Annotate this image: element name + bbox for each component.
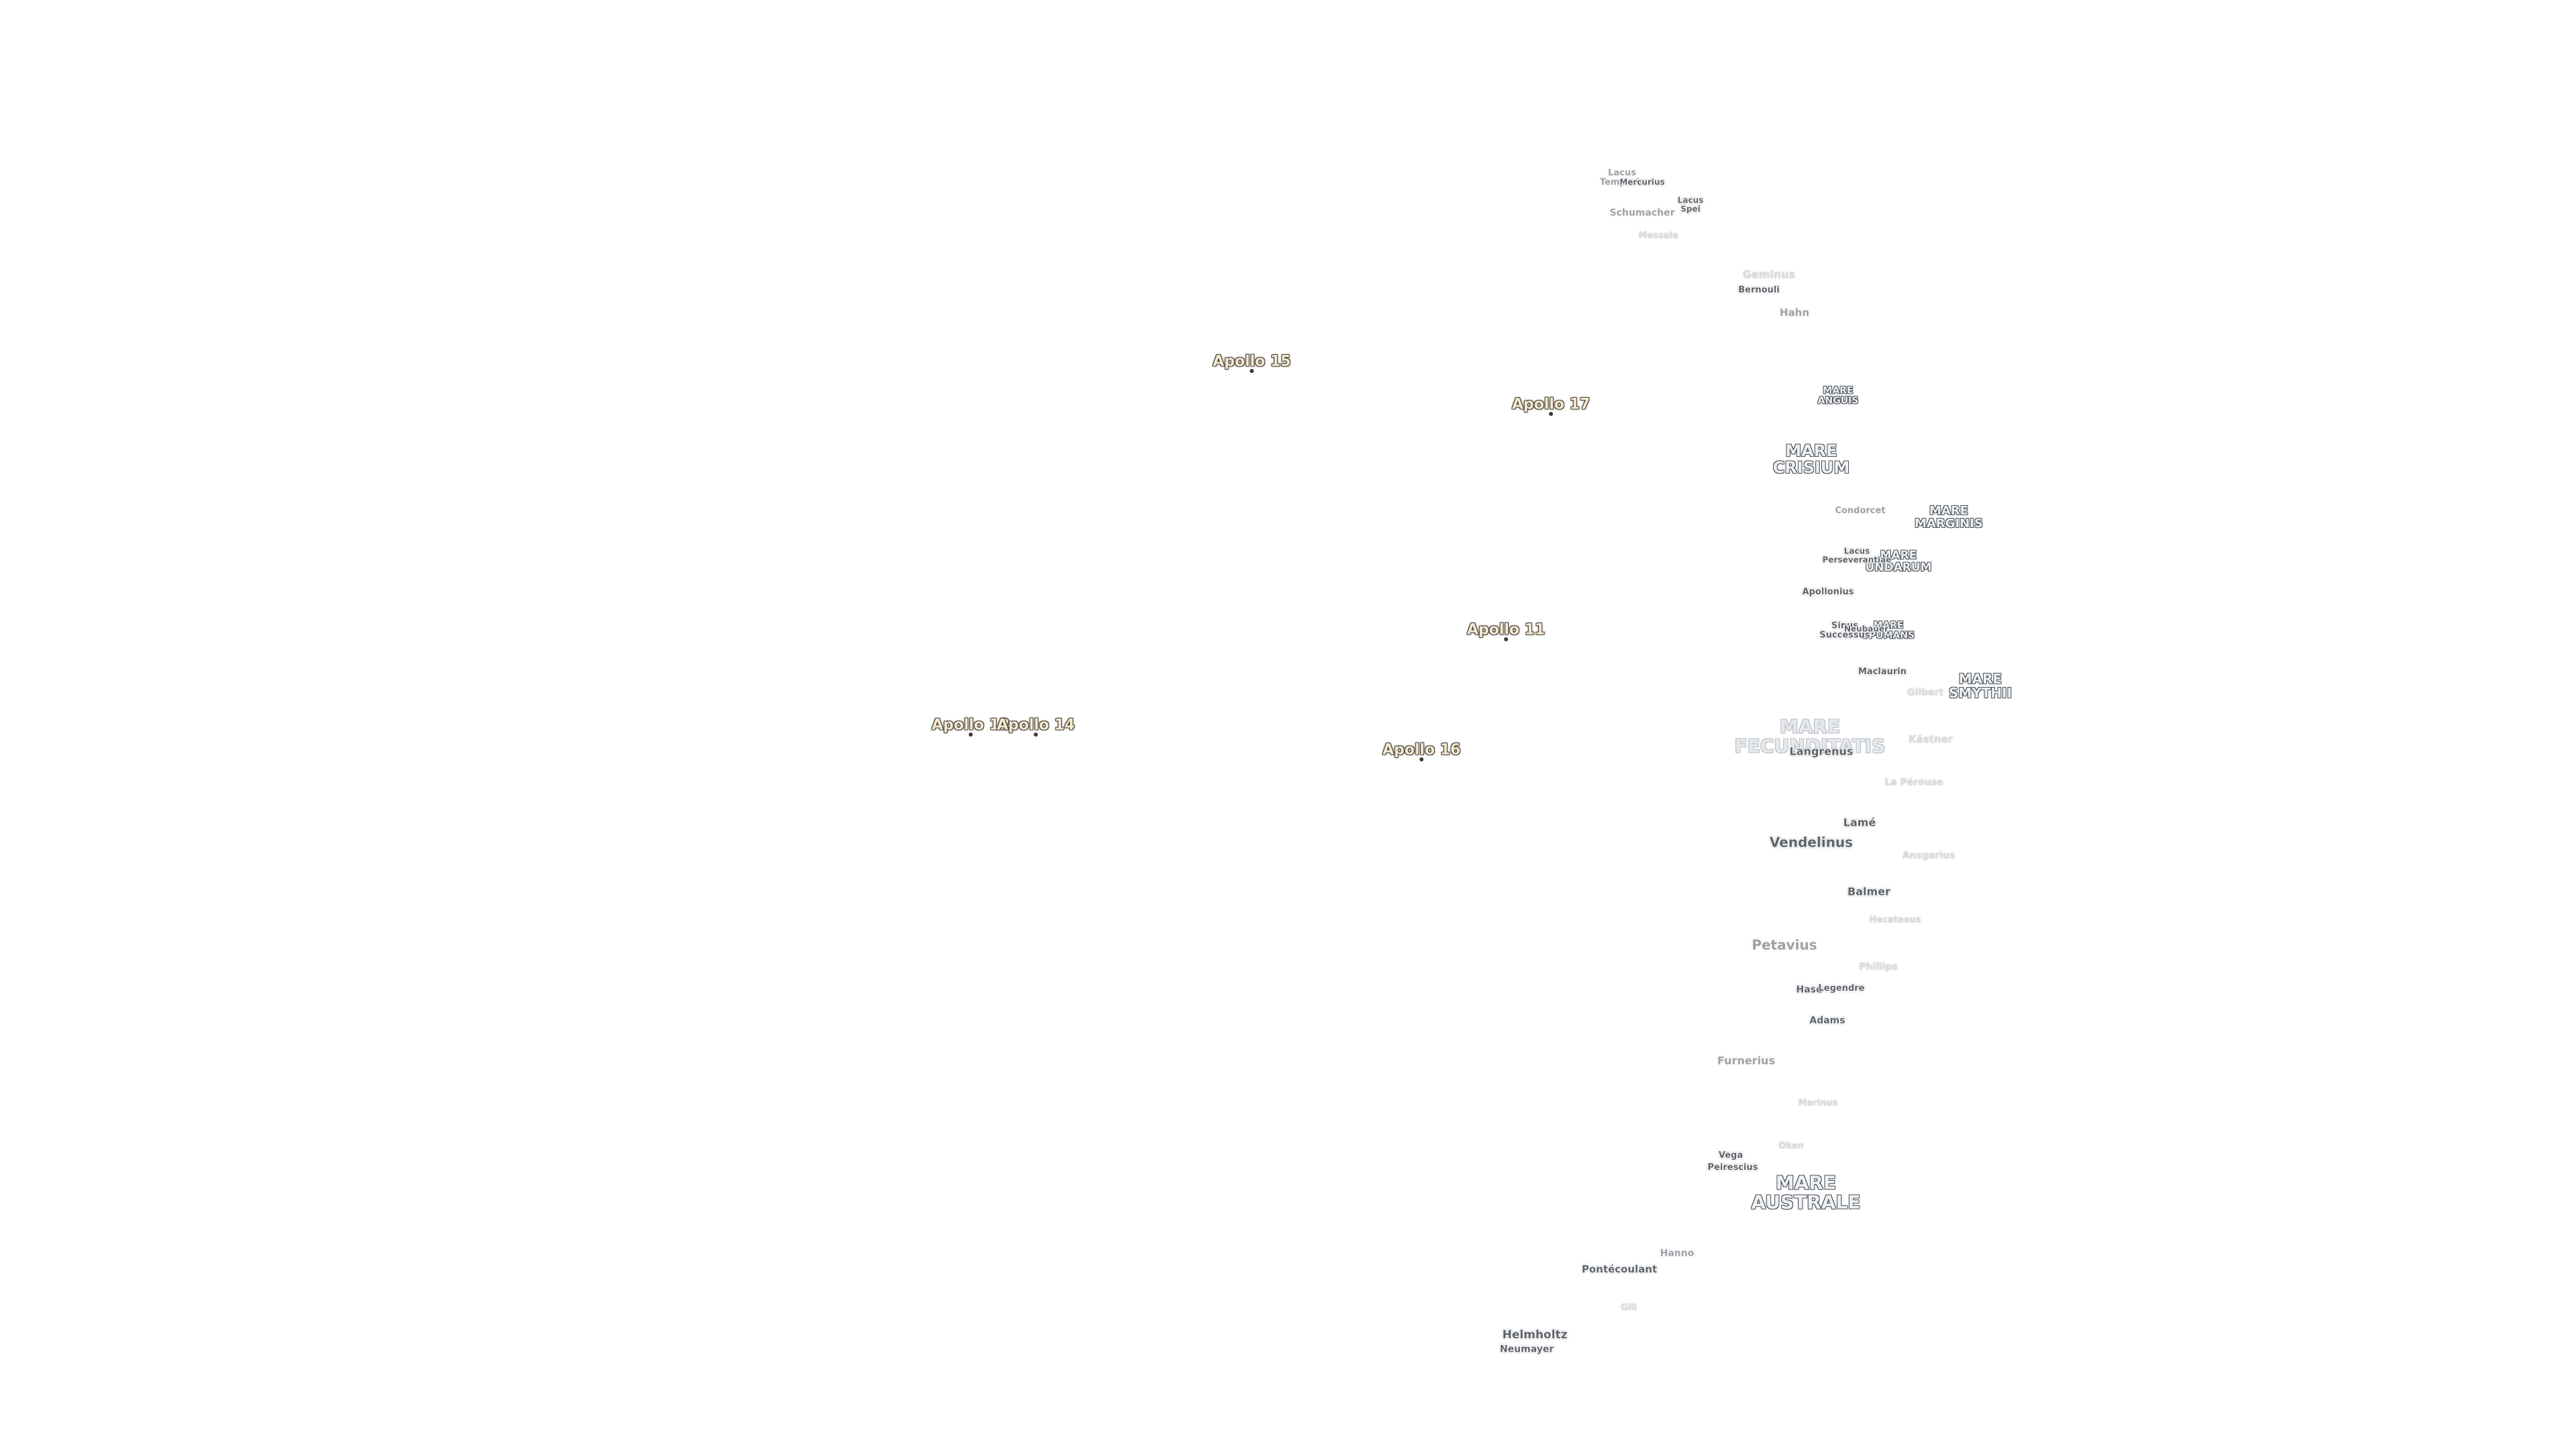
lacus-perseverantiae-label: Lacus Perseverantiae xyxy=(1822,546,1892,564)
gill-label: Gill xyxy=(1620,1303,1638,1313)
marinus-label: Marinus xyxy=(1798,1098,1838,1109)
pontecoulant-label: Pontécoulant xyxy=(1581,1263,1658,1276)
legendre-label: Legendre xyxy=(1818,983,1865,994)
lame-label: Lamé xyxy=(1843,816,1876,829)
condorcet-label: Condorcet xyxy=(1835,506,1886,517)
apollo-11-label[interactable]: Apollo 11 xyxy=(1466,621,1546,639)
ansgarius-label: Ansgarius xyxy=(1902,850,1955,861)
mare-undarum-label: MARE UNDARUM xyxy=(1865,549,1932,574)
schumacher-label: Schumacher xyxy=(1609,207,1675,219)
apollo-11-site-marker[interactable] xyxy=(1504,637,1508,641)
apollo-14-label[interactable]: Apollo 14 xyxy=(996,716,1075,734)
mare-anguis-label: MARE ANGUIS xyxy=(1817,385,1859,406)
neumayer-label: Neumayer xyxy=(1499,1344,1554,1355)
balmer-label: Balmer xyxy=(1847,885,1890,898)
petavius-label: Petavius xyxy=(1752,936,1817,953)
langrenus-label: Langrenus xyxy=(1789,745,1854,758)
apollo-12-site-marker[interactable] xyxy=(969,733,973,737)
lacus-temporis-label: Lacus Temporis xyxy=(1599,168,1645,187)
gilbert-label: Gilbert xyxy=(1907,687,1944,698)
neubauer-label: Neubauer xyxy=(1843,624,1889,634)
phillips-label: Phillips xyxy=(1859,961,1898,973)
messala-label: Messala xyxy=(1638,231,1678,241)
apollo-15-label[interactable]: Apollo 15 xyxy=(1212,353,1291,370)
vega-label: Vega xyxy=(1718,1150,1743,1161)
mare-australe-label: MARE AUSTRALE xyxy=(1751,1171,1861,1214)
apollonius-label: Apollonius xyxy=(1802,587,1854,598)
vendelinus-label: Vendelinus xyxy=(1769,834,1854,851)
macl-ocean-label: Maclaurin xyxy=(1858,667,1907,678)
lacus-spei-label: Lacus Spei xyxy=(1677,195,1704,213)
geminus-label: Geminus xyxy=(1742,268,1796,281)
hahn-label: Hahn xyxy=(1779,307,1810,319)
helmholtz-label: Helmholtz xyxy=(1502,1328,1568,1342)
la-perouse-label: La Pérouse xyxy=(1884,777,1943,788)
mare-crisium-label: MARE CRISIUM xyxy=(1772,441,1850,477)
mare-spumans-label: MARE SPUMANS xyxy=(1862,620,1915,641)
mercurius-label: Mercurius xyxy=(1619,177,1665,187)
sinus-successus-label: Sinus Successus xyxy=(1819,621,1870,640)
hase-label: Hase xyxy=(1796,984,1823,996)
bernouli-label: Bernouli xyxy=(1738,285,1780,296)
apollo-16-label[interactable]: Apollo 16 xyxy=(1382,741,1461,759)
kastner-label: Kästner xyxy=(1908,733,1953,746)
mare-marginis-label: MARE MARGINIS xyxy=(1915,504,1983,531)
hecataeus-label: Hecataeus xyxy=(1869,915,1921,926)
apollo-12-label[interactable]: Apollo 12 xyxy=(931,716,1010,734)
apollo-15-site-marker[interactable] xyxy=(1250,369,1254,373)
adams-label: Adams xyxy=(1809,1015,1845,1026)
mare-fecunditatis-label: MARE FECUNDITATIS xyxy=(1734,715,1886,757)
oken-label: Oken xyxy=(1778,1141,1804,1152)
hanno-label: Hanno xyxy=(1660,1248,1695,1259)
apollo-17-site-marker[interactable] xyxy=(1549,412,1553,416)
furnerius-label: Furnerius xyxy=(1717,1054,1775,1067)
apollo-14-site-marker[interactable] xyxy=(1034,733,1038,737)
apollo-16-site-marker[interactable] xyxy=(1419,757,1424,761)
apollo-17-label[interactable]: Apollo 17 xyxy=(1511,396,1591,413)
mare-smythii-label: MARE SMYTHII xyxy=(1948,671,2012,701)
peirescius-label: Peirescius xyxy=(1707,1163,1758,1173)
